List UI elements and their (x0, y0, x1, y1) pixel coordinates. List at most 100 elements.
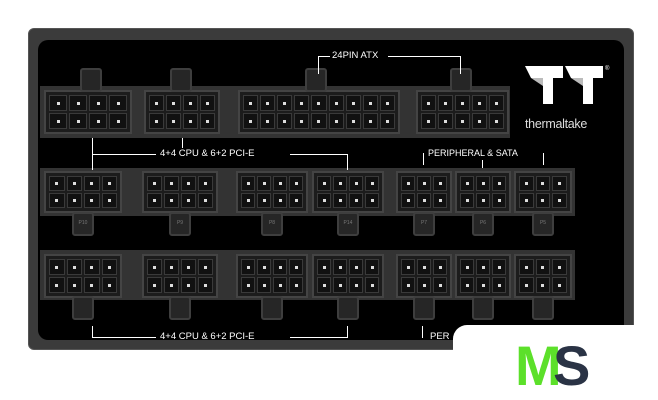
pin (460, 277, 474, 293)
pin (241, 259, 255, 275)
pin (317, 259, 331, 275)
modular-port[interactable] (416, 90, 509, 134)
pin (472, 95, 487, 111)
connector-latch (169, 296, 191, 320)
pin (417, 176, 431, 191)
pin (365, 193, 379, 208)
pin (519, 193, 534, 208)
pin (552, 176, 567, 191)
pin (84, 176, 100, 191)
pin (333, 277, 347, 293)
modular-port[interactable] (312, 254, 384, 298)
modular-port[interactable] (142, 171, 218, 213)
watermark-s: S (553, 334, 590, 397)
pin (89, 113, 107, 129)
pin (109, 113, 127, 129)
pin (84, 277, 100, 293)
pin (147, 193, 162, 208)
pin (417, 193, 431, 208)
pin (328, 113, 344, 129)
pin (69, 95, 87, 111)
pin (294, 95, 310, 111)
connector-latch (472, 296, 494, 320)
pin (84, 259, 100, 275)
connector-latch (72, 296, 94, 320)
tt-logo-icon (525, 66, 603, 104)
pin (492, 176, 506, 191)
pin (519, 176, 534, 191)
modular-port[interactable] (142, 254, 218, 298)
connector-latch: P8 (261, 212, 283, 236)
pin (345, 95, 361, 111)
pin (49, 193, 65, 208)
pin (417, 259, 431, 275)
pin (241, 193, 255, 208)
registered-mark: ® (605, 66, 610, 72)
modular-port[interactable] (44, 254, 122, 298)
modular-port[interactable] (396, 254, 452, 298)
pin (535, 259, 551, 275)
pin (257, 193, 271, 208)
pin (401, 277, 415, 293)
pin (317, 277, 331, 293)
pin (552, 277, 567, 293)
pin (492, 193, 506, 208)
pin (349, 277, 363, 293)
pin (317, 176, 331, 191)
pin (289, 277, 303, 293)
pin (149, 113, 164, 129)
pin (460, 193, 474, 208)
pin (289, 193, 303, 208)
pin (147, 259, 162, 275)
pin (198, 176, 213, 191)
pin (49, 95, 67, 111)
pin (492, 259, 506, 275)
pin (260, 95, 276, 111)
pin (257, 259, 271, 275)
pin (257, 277, 271, 293)
modular-port[interactable] (44, 90, 132, 134)
modular-port[interactable] (144, 90, 220, 134)
modular-port[interactable] (396, 171, 452, 213)
modular-port[interactable] (236, 254, 308, 298)
pin (181, 259, 196, 275)
modular-port[interactable] (455, 254, 511, 298)
pin (200, 95, 215, 111)
pin (198, 259, 213, 275)
thermaltake-logo: ® thermaltake (525, 66, 609, 131)
pin (365, 259, 379, 275)
pin (49, 113, 67, 129)
connector-latch (170, 68, 192, 92)
connector-latch (450, 68, 472, 92)
pin (241, 277, 255, 293)
pin (433, 277, 447, 293)
pin (401, 176, 415, 191)
modular-port[interactable] (238, 90, 400, 134)
modular-port[interactable] (455, 171, 511, 213)
pin (489, 113, 504, 129)
pin (273, 277, 287, 293)
modular-port[interactable] (514, 254, 572, 298)
pin (149, 95, 164, 111)
pin (49, 259, 65, 275)
pin (198, 193, 213, 208)
pin (552, 259, 567, 275)
pin (166, 95, 181, 111)
pin (535, 176, 551, 191)
pin (273, 259, 287, 275)
pin (328, 95, 344, 111)
pin (311, 113, 327, 129)
pin (519, 259, 534, 275)
modular-port[interactable] (312, 171, 384, 213)
pin (472, 113, 487, 129)
modular-port[interactable] (514, 171, 572, 213)
pin (277, 113, 293, 129)
pin (460, 176, 474, 191)
modular-port[interactable] (236, 171, 308, 213)
pin (535, 193, 551, 208)
pin (421, 113, 436, 129)
modular-port[interactable] (44, 171, 122, 213)
pin (257, 176, 271, 191)
pin (66, 193, 82, 208)
pin (164, 277, 179, 293)
